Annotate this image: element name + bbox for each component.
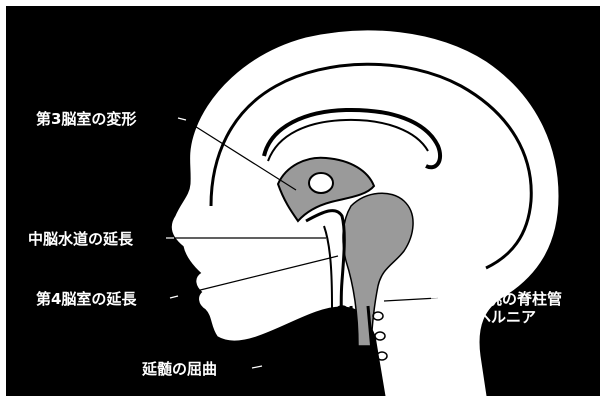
- label-fourth-ventricle: 第4脳室の延長: [36, 290, 136, 308]
- label-medulla: 延髄の屈曲: [142, 360, 217, 378]
- head-sagittal-illustration: [6, 6, 600, 396]
- label-tonsil-line2: へのヘルニア: [442, 308, 562, 326]
- label-aqueduct: 中脳水道の延長: [28, 230, 133, 248]
- label-third-ventricle: 第3脳室の変形: [36, 110, 136, 128]
- diagram-frame: 第3脳室の変形 中脳水道の延長 第4脳室の延長 延髄の屈曲 小脳扁桃の脊柱管 へ…: [6, 6, 600, 396]
- label-tonsil-line1: 小脳扁桃の脊柱管: [442, 290, 562, 308]
- label-tonsil-herniation: 小脳扁桃の脊柱管 へのヘルニア: [442, 290, 562, 326]
